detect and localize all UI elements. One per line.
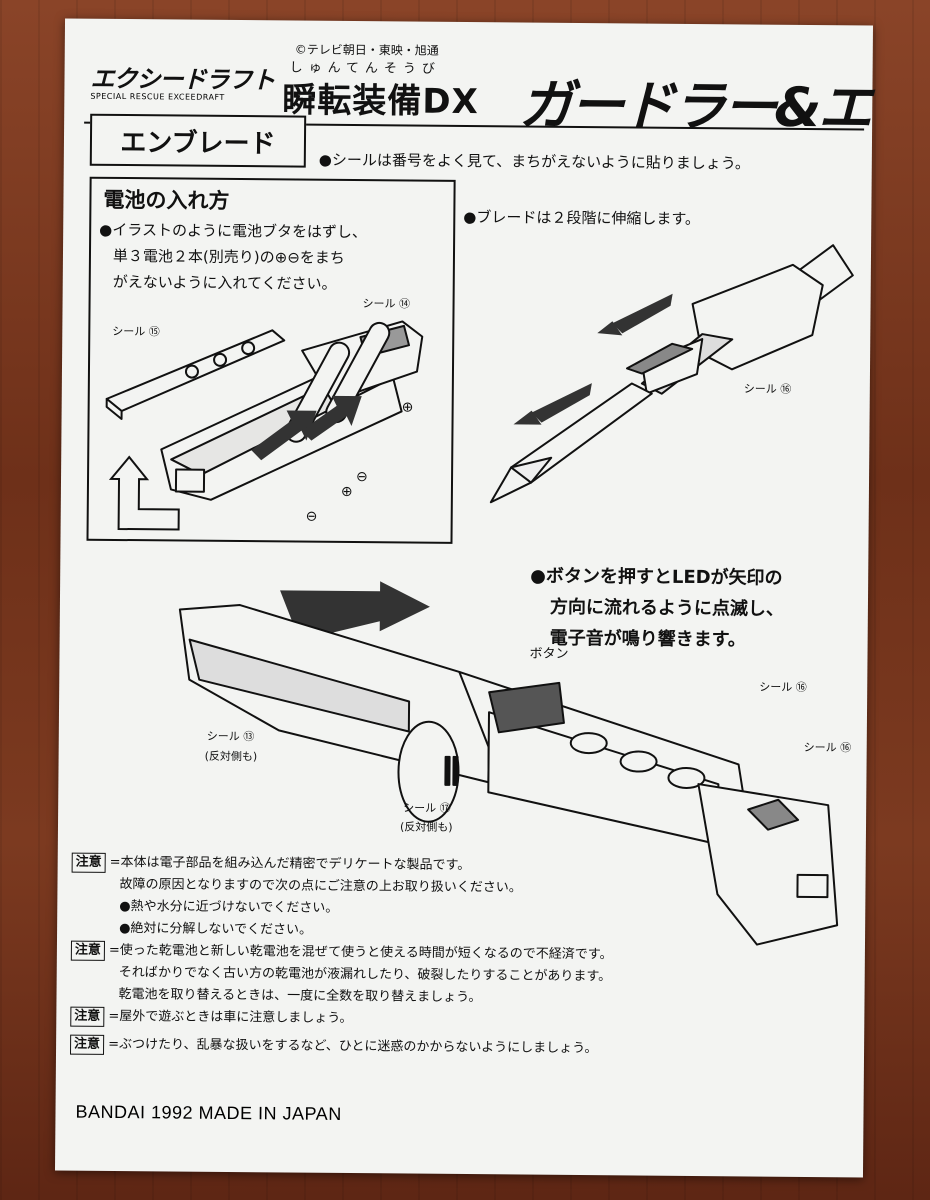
caution-badge: 注意 xyxy=(70,940,106,961)
caution-4-line-1: =ぶつけたり、乱暴な扱いをするなど、ひとに迷惑のかからないようにしましょう。 xyxy=(108,1036,598,1057)
caution-badge: 注意 xyxy=(70,1034,105,1055)
seal-17-label: シール ⑰ xyxy=(403,801,451,815)
caution-1-line-1: =本体は電子部品を組み込んだ精密でデリケートな製品です。 xyxy=(109,854,471,874)
cautions-block: 注意 =本体は電子部品を組み込んだ精密でデリケートな製品です。 故障の原因となり… xyxy=(70,852,862,1063)
blade-extension-note: ●ブレードは２段階に伸縮します。 xyxy=(463,207,700,229)
product-title: 瞬転装備DX xyxy=(282,80,479,123)
section-title: エンブレード xyxy=(120,127,276,159)
seal-14-label: シール ⑭ xyxy=(362,297,411,311)
battery-instructions: ●イラストのように電池ブタをはずし、 単３電池２本(別売り)の⊕⊖をまち がえな… xyxy=(99,217,367,297)
seal-16-led-label-b: シール ⑯ xyxy=(803,740,852,755)
brand-title: ガードラー&エ xyxy=(519,73,870,140)
seal-15-label: シール ⑮ xyxy=(112,324,160,339)
exceedraft-logo: エクシードラフト SPECIAL RESCUE EXCEEDRAFT xyxy=(90,59,280,105)
caution-4: 注意 =ぶつけたり、乱暴な扱いをするなど、ひとに迷惑のかからないようにしましょう… xyxy=(70,1034,860,1063)
section-title-box: エンブレード xyxy=(89,113,307,168)
bandai-footer: BANDAI 1992 MADE IN JAPAN xyxy=(75,1101,342,1124)
svg-text:⊖: ⊖ xyxy=(356,469,368,485)
battery-illustration: ⊕ ⊖ ⊕ ⊖ xyxy=(105,320,424,531)
seal-instruction: ●シールは番号をよく見て、まちがえないように貼りましょう。 xyxy=(318,150,751,173)
svg-text:⊖: ⊖ xyxy=(306,509,318,525)
caution-3-line-1: =屋外で遊ぶときは車に注意しましょう。 xyxy=(108,1008,353,1027)
button-label: ボタン xyxy=(529,646,569,662)
seal-16-blade-label: シール ⑯ xyxy=(743,382,792,396)
svg-text:⊕: ⊕ xyxy=(341,484,353,500)
seal-16-led-label-a: シール ⑯ xyxy=(759,680,807,694)
battery-line-2: 単３電池２本(別売り)の⊕⊖をまち xyxy=(112,246,345,267)
seal-17-note: (反対側も) xyxy=(399,820,453,834)
instruction-sheet: ©テレビ朝日・東映・旭通 エクシードラフト SPECIAL RESCUE EXC… xyxy=(54,18,874,1178)
logo-main: エクシードラフト xyxy=(90,64,275,95)
seal-13-label: シール ⑬ xyxy=(206,729,255,744)
svg-text:⊕: ⊕ xyxy=(402,399,414,415)
blade-illustration xyxy=(489,244,854,504)
battery-line-3: がえないように入れてください。 xyxy=(112,272,337,293)
battery-title: 電池の入れ方 xyxy=(103,187,230,213)
battery-line-1: ●イラストのように電池ブタをはずし、 xyxy=(99,220,368,242)
caution-badge: 注意 xyxy=(71,852,106,873)
caution-badge: 注意 xyxy=(70,1006,105,1027)
seal-13-note: (反対側も) xyxy=(204,749,258,764)
emblade-illustration xyxy=(178,581,839,946)
